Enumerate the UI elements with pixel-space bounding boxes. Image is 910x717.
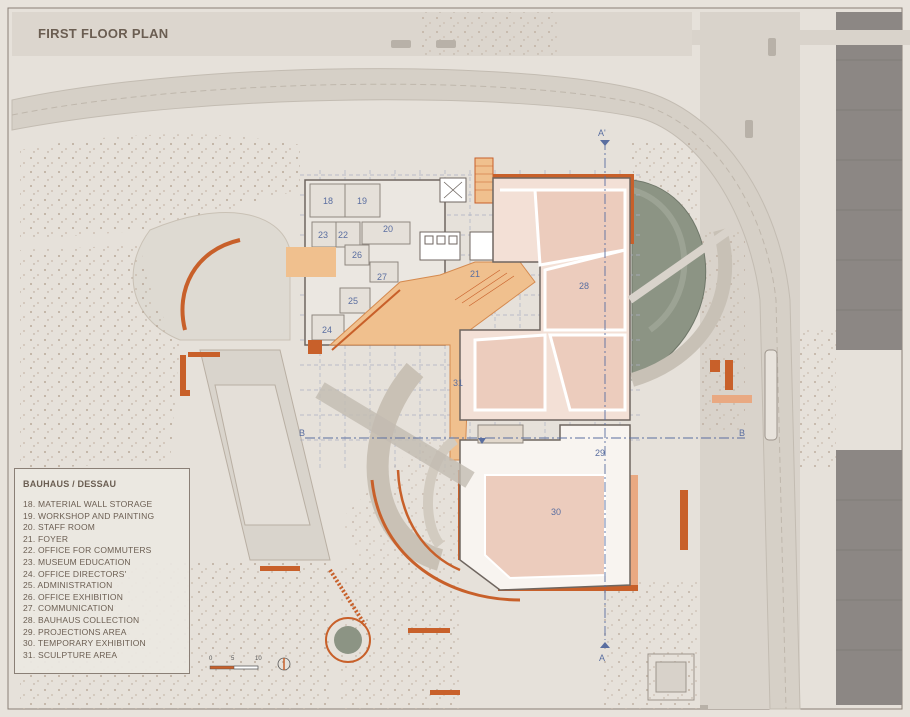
neighbour-building-south	[836, 450, 902, 705]
legend-item: 26. OFFICE EXHIBITION	[23, 591, 124, 602]
room-label-20: 20	[383, 224, 393, 234]
room-label-27: 27	[377, 272, 387, 282]
legend-item: 23. MUSEUM EDUCATION	[23, 556, 131, 567]
room-label-24: 24	[322, 325, 332, 335]
legend-item: 24. OFFICE DIRECTORS'	[23, 568, 127, 579]
room-label-18: 18	[323, 196, 333, 206]
legend-item: 22. OFFICE FOR COMMUTERS	[23, 545, 152, 556]
legend-item: 21. FOYER	[23, 533, 69, 544]
room-label-21: 21	[470, 269, 480, 279]
neighbour-building-north	[836, 12, 902, 350]
legend-item: 31. SCULPTURE AREA	[23, 649, 118, 660]
legend-item: 20. STAFF ROOM	[23, 522, 96, 533]
north-arrow-icon	[277, 657, 291, 671]
section-marker-b-left: B	[299, 428, 305, 438]
section-arrow-a-bottom	[600, 642, 610, 648]
building-roof-lines	[836, 59, 902, 651]
legend-item: 18. MATERIAL WALL STORAGE	[23, 499, 153, 509]
curved-bench-west	[180, 238, 241, 331]
room-label-22: 22	[338, 230, 348, 240]
legend-item: 19. WORKSHOP AND PAINTING	[23, 510, 155, 521]
legend-list: 18. MATERIAL WALL STORAGE 19. WORKSHOP A…	[23, 499, 181, 661]
section-marker-a-bottom: A	[599, 653, 605, 663]
section-marker-a-top: A'	[598, 128, 606, 138]
room-label-29: 29	[595, 448, 605, 458]
legend-item: 30. TEMPORARY EXHIBITION	[23, 638, 146, 649]
legend-heading: BAUHAUS / DESSAU	[23, 479, 117, 489]
scale-label-0: 0	[209, 656, 213, 662]
scale-label-5: 5	[231, 656, 235, 662]
legend-item: 27. COMMUNICATION	[23, 603, 114, 614]
scale-bar: 0 5 10	[198, 656, 294, 676]
ramp-drum	[366, 362, 521, 602]
room-label-28: 28	[579, 281, 589, 291]
legend-item: 29. PROJECTIONS AREA	[23, 626, 127, 637]
room-label-26: 26	[352, 250, 362, 260]
legend-item: 25. ADMINISTRATION	[23, 580, 113, 591]
exhibition-wing	[459, 177, 631, 591]
legend-item: 28. BAUHAUS COLLECTION	[23, 614, 140, 625]
section-lines	[305, 140, 745, 640]
room-label-23: 23	[318, 230, 328, 240]
section-marker-b-right: B	[739, 428, 745, 438]
stair-north	[474, 157, 494, 204]
room-label-30: 30	[551, 507, 561, 517]
foyer-area	[328, 261, 536, 461]
scale-bar-graphic	[209, 665, 259, 670]
section-arrow-a-top	[600, 140, 610, 146]
room-label-19: 19	[357, 196, 367, 206]
room-label-31: 31	[453, 378, 463, 388]
entrance-arrow	[478, 438, 486, 444]
legend-panel: BAUHAUS / DESSAU 18. MATERIAL WALL STORA…	[14, 468, 190, 674]
plinth-ring	[325, 617, 371, 663]
plan-title: FIRST FLOOR PLAN	[38, 26, 169, 41]
scale-label-10: 10	[255, 656, 262, 662]
room-label-25: 25	[348, 296, 358, 306]
